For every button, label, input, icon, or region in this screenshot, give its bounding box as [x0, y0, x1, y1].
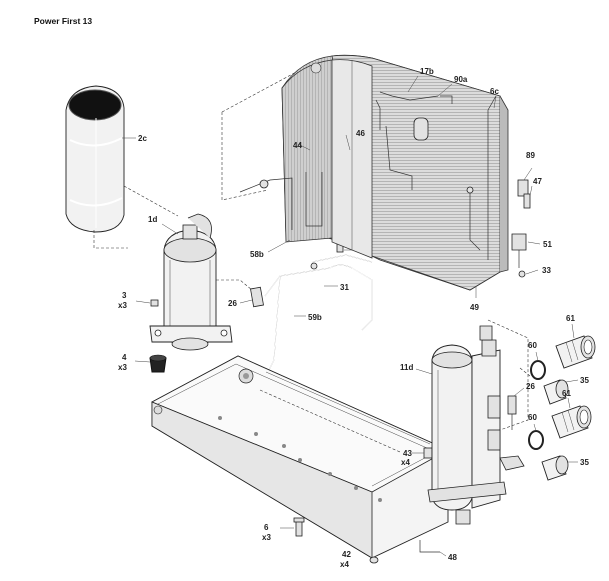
label-31: 31 [340, 283, 349, 292]
label-42-qty: x4 [340, 560, 349, 569]
label-44: 44 [293, 141, 302, 150]
label-58b: 58b [250, 250, 264, 259]
label-4: 4 [122, 353, 127, 362]
coil-piping-part [239, 91, 497, 260]
label-6: 6 [264, 523, 269, 532]
fitting-part-bottom [551, 405, 592, 439]
pressure-switch-part [517, 179, 529, 197]
label-61-bottom: 61 [562, 389, 571, 398]
fitting-part-top [555, 335, 596, 369]
label-90a: 90a [454, 75, 468, 84]
sensor-clip-part [523, 193, 531, 209]
label-1d: 1d [148, 215, 157, 224]
o-ring-part-top [530, 360, 546, 380]
compressor-part [149, 213, 233, 351]
cap-part-top [543, 379, 569, 405]
sensor-part [250, 286, 264, 308]
label-4-qty: x3 [118, 363, 127, 372]
condenser-coil-part [281, 54, 509, 291]
label-47: 47 [533, 177, 542, 186]
label-11d: 11d [400, 363, 413, 372]
cap-part-bottom [541, 455, 569, 481]
rubber-foot-part [149, 354, 167, 373]
label-17b: 17b [420, 67, 434, 76]
label-60-bottom: 60 [528, 413, 537, 422]
label-46: 46 [356, 129, 365, 138]
label-42: 42 [342, 550, 351, 559]
label-35-bottom: 35 [580, 458, 589, 467]
label-43-qty: x4 [401, 458, 410, 467]
label-59b: 59b [308, 313, 322, 322]
o-ring-part-bottom [528, 430, 544, 450]
label-2c: 2c [138, 134, 147, 143]
accumulator-part [427, 325, 525, 525]
label-89: 89 [526, 151, 535, 160]
grommet-part [423, 447, 433, 459]
discharge-pipe-part [264, 254, 373, 373]
label-6-qty: x3 [262, 533, 271, 542]
label-51: 51 [543, 240, 552, 249]
label-43: 43 [403, 449, 412, 458]
label-6c: 6c [490, 87, 499, 96]
insulation-jacket-part [65, 85, 125, 233]
sensor-part-right [507, 395, 517, 430]
screw-part-bottom [293, 517, 305, 537]
screw-part [150, 299, 159, 307]
label-3: 3 [122, 291, 127, 300]
service-valve-part [511, 233, 527, 268]
label-48: 48 [448, 553, 457, 562]
label-33: 33 [542, 266, 551, 275]
nut-part [518, 270, 526, 278]
label-26-left: 26 [228, 299, 237, 308]
label-61-top: 61 [566, 314, 575, 323]
label-3-qty: x3 [118, 301, 127, 310]
base-pan-part [151, 355, 449, 559]
label-49: 49 [470, 303, 479, 312]
label-35-top: 35 [580, 376, 589, 385]
label-26-right: 26 [526, 382, 535, 391]
label-60-top: 60 [528, 341, 537, 350]
bracket-part [419, 540, 440, 553]
diagram-title: Power First 13 [34, 16, 92, 26]
washer-part [369, 556, 379, 564]
